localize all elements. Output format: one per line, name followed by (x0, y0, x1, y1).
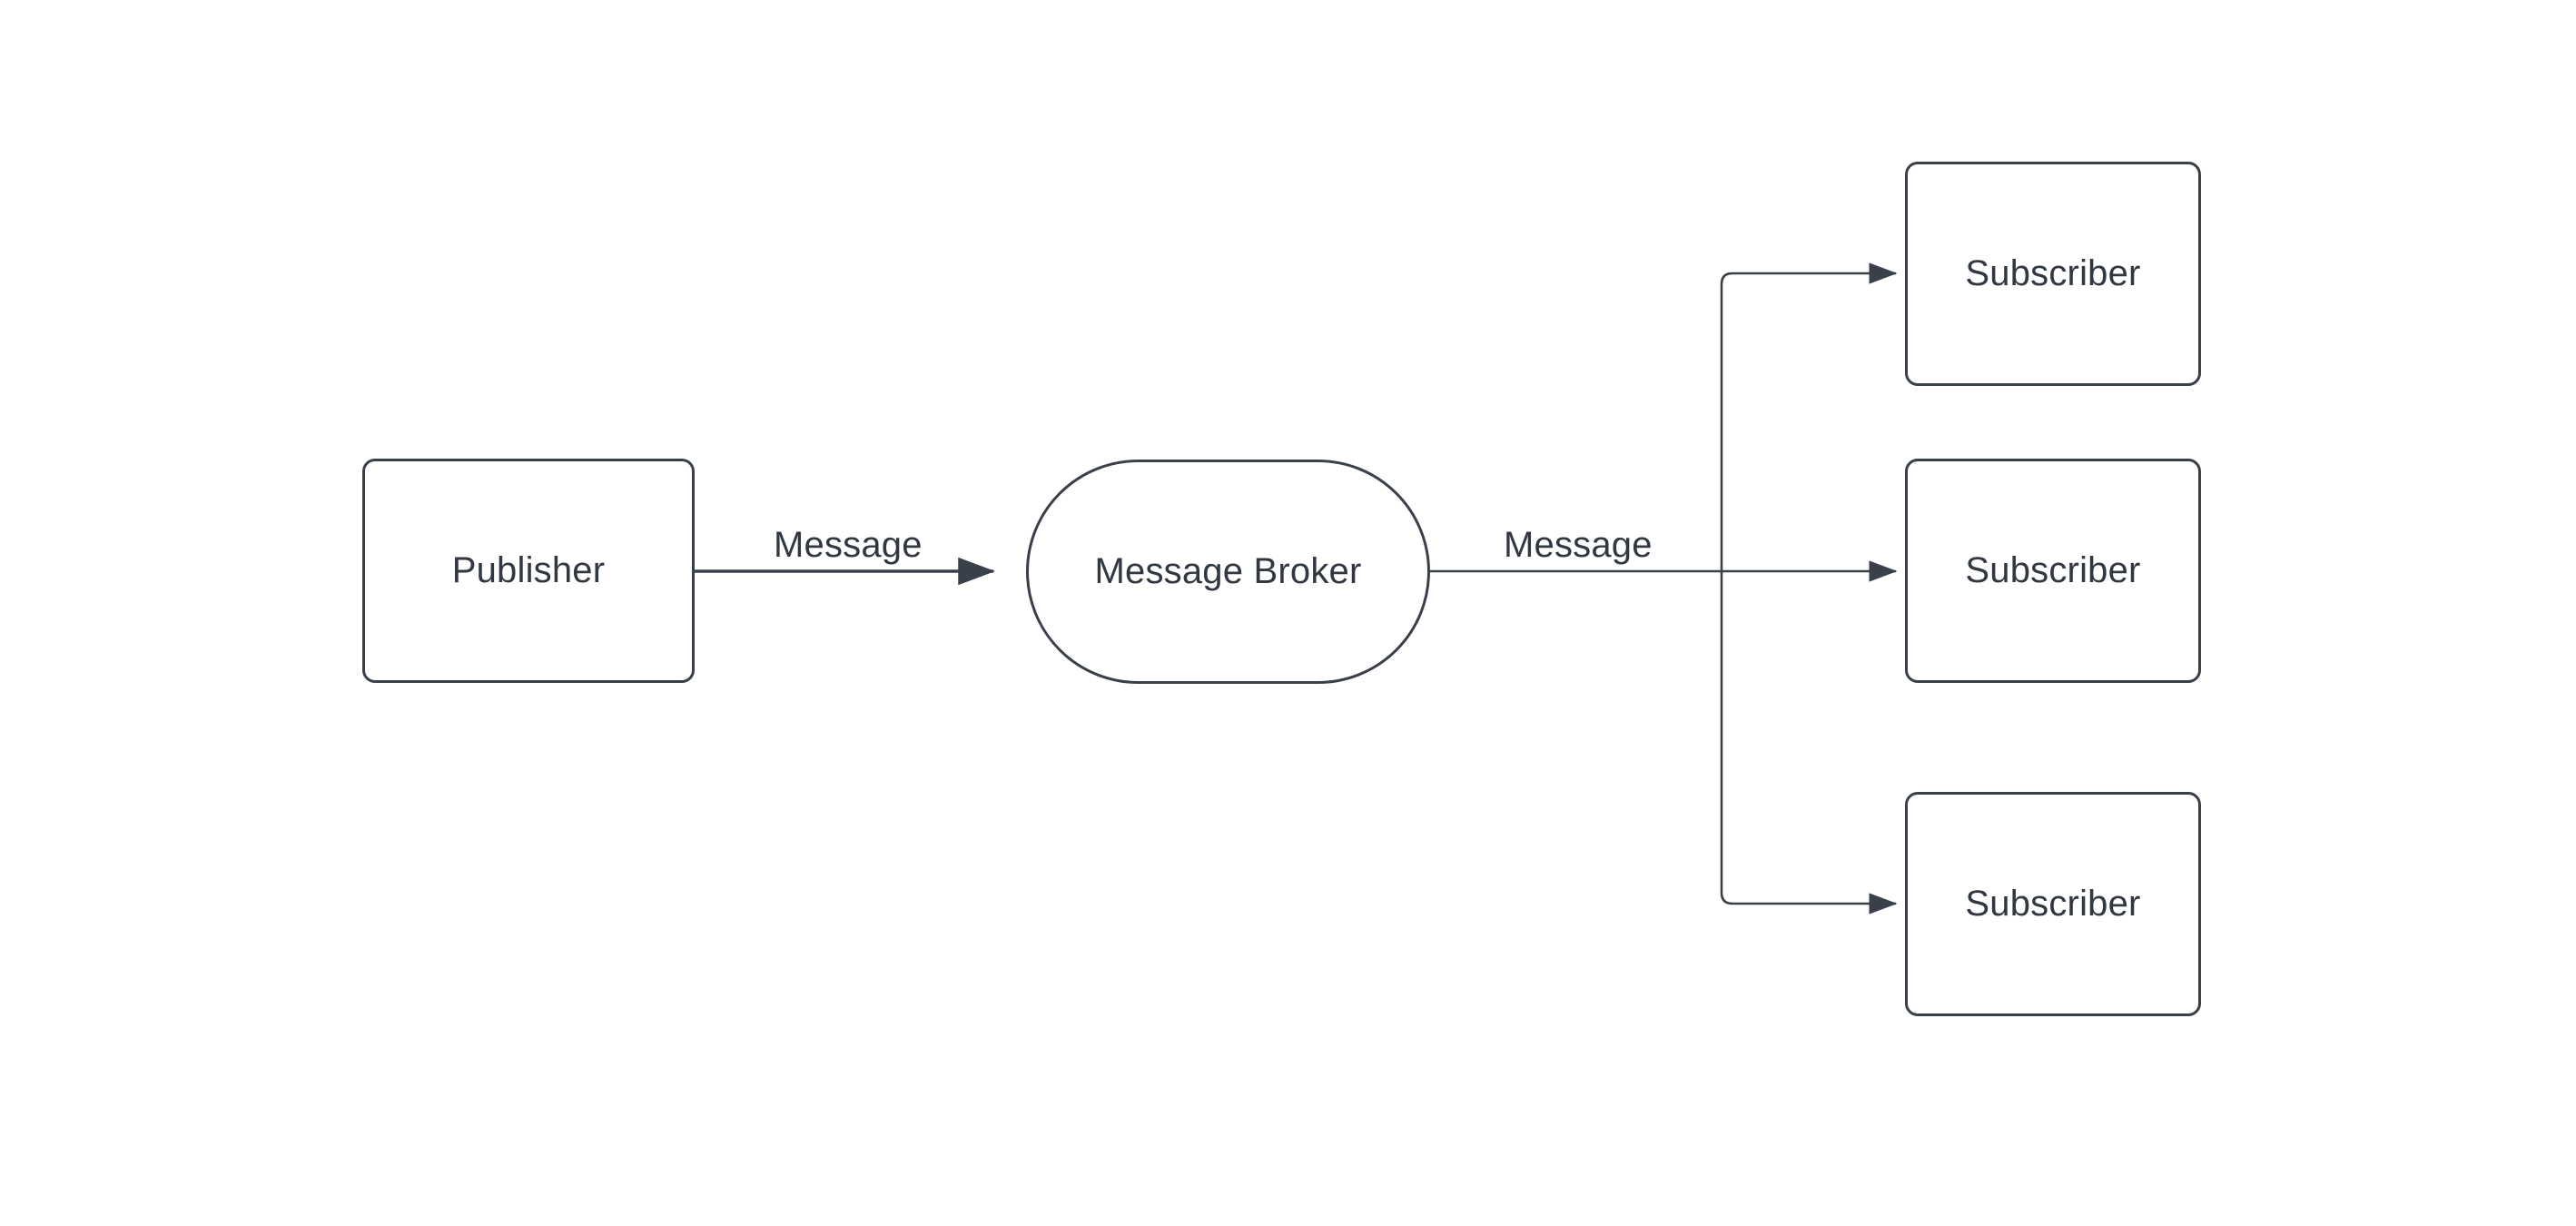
node-message-broker-label: Message Broker (1094, 551, 1362, 591)
node-subscriber-1-label: Subscriber (1965, 253, 2141, 293)
edge-label-message-2: Message (1498, 525, 1658, 566)
node-subscriber-3-label: Subscriber (1965, 884, 2141, 924)
edge-broker-subscriber-1-path (1720, 262, 1898, 571)
node-publisher[interactable]: Publisher (362, 459, 695, 683)
node-publisher-label: Publisher (451, 550, 606, 590)
node-subscriber-2[interactable]: Subscriber (1905, 459, 2201, 683)
node-subscriber-3[interactable]: Subscriber (1905, 792, 2201, 1016)
node-subscriber-2-label: Subscriber (1965, 550, 2141, 590)
node-message-broker[interactable]: Message Broker (1026, 460, 1430, 684)
edge-label-message-1: Message (768, 525, 928, 566)
node-subscriber-1[interactable]: Subscriber (1905, 162, 2201, 386)
edge-broker-subscriber-3-path (1720, 571, 1898, 915)
